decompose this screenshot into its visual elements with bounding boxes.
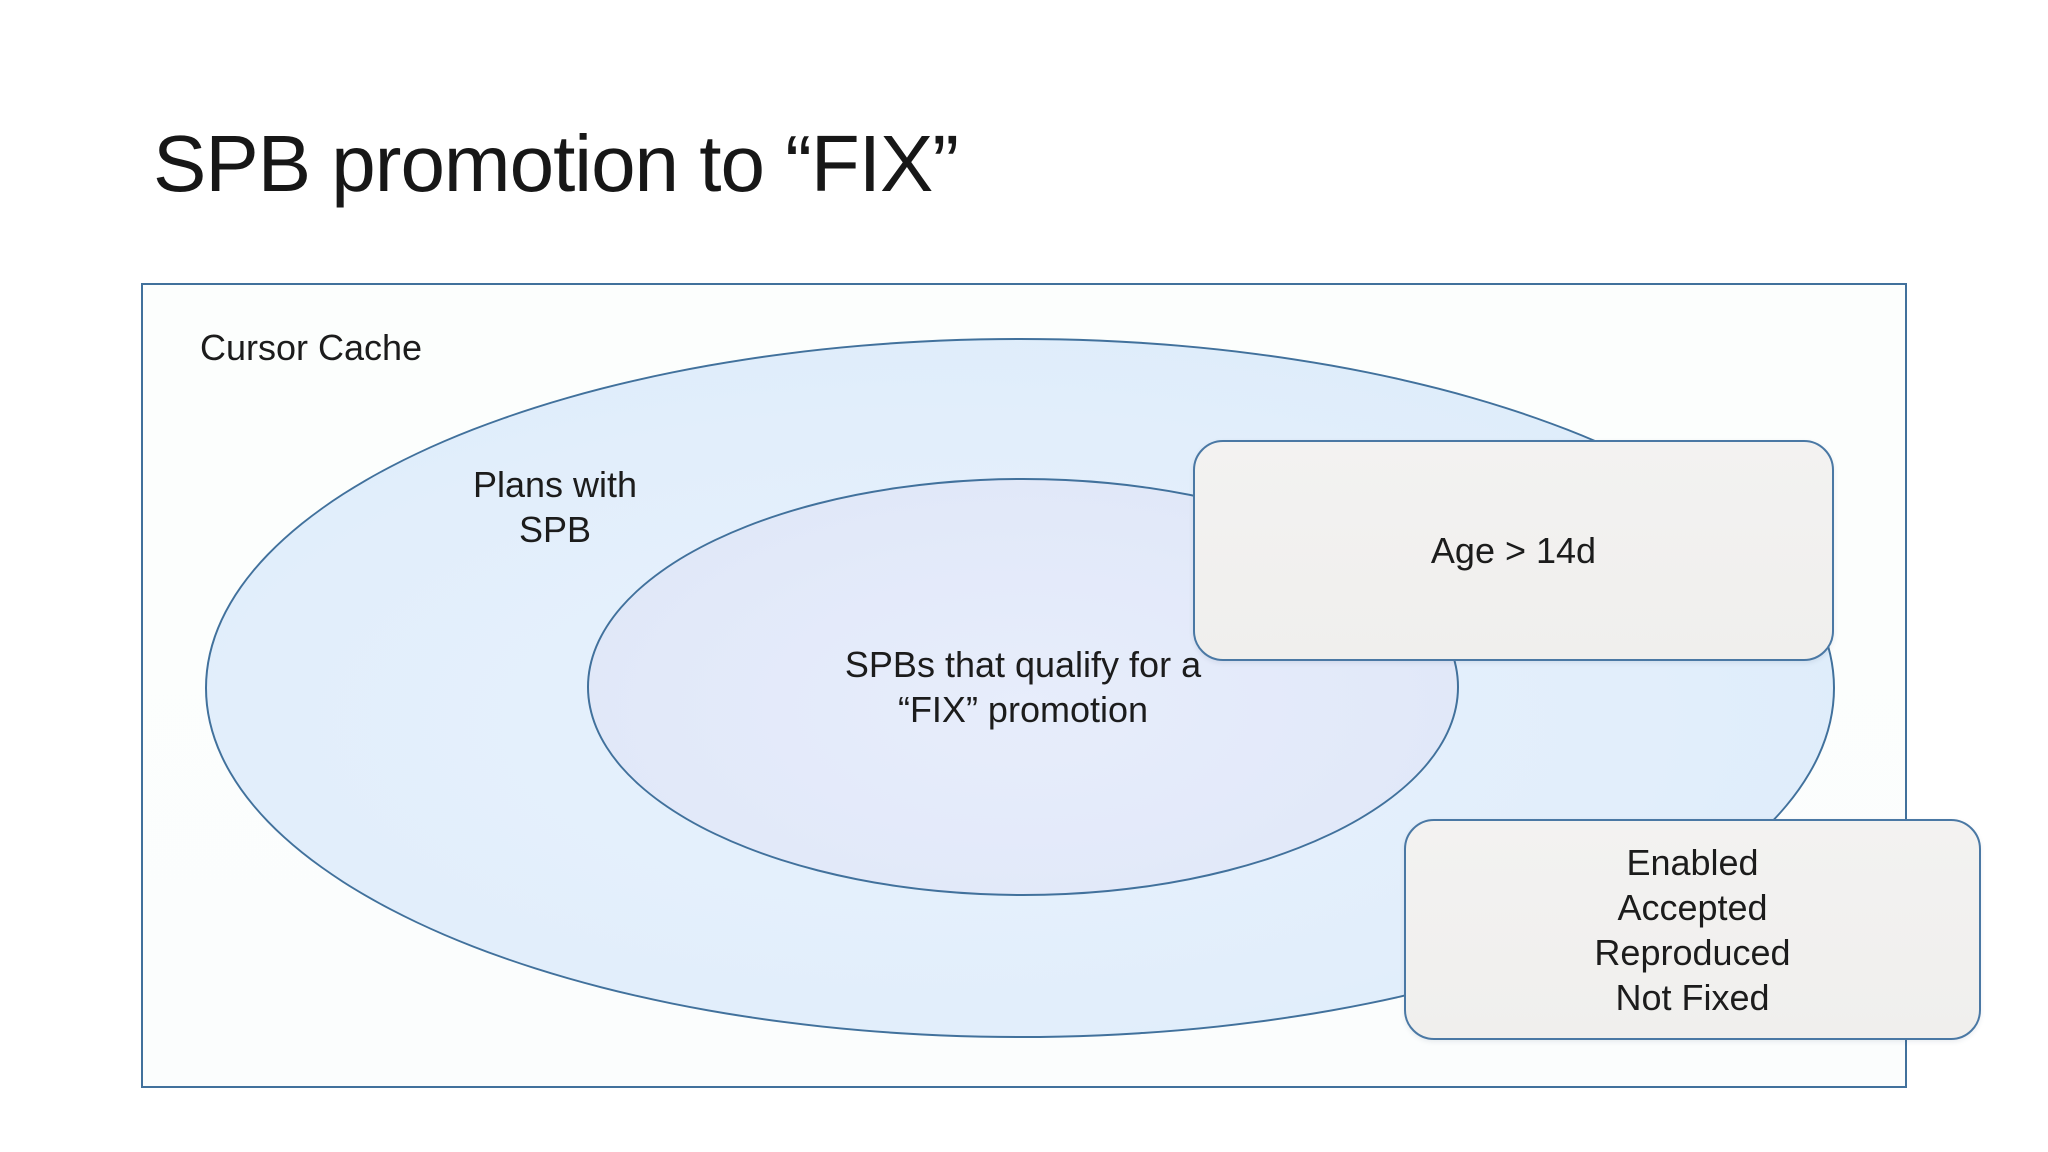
status-line-not-fixed: Not Fixed: [1615, 976, 1770, 1018]
age-callout: Age > 14d: [1193, 440, 1834, 661]
cursor-cache-label: Cursor Cache: [200, 327, 423, 368]
qualifying-spbs-label: SPBs that qualify for a “FIX” promotion: [723, 642, 1323, 732]
qualify-label-line-2: “FIX” promotion: [897, 689, 1149, 730]
plans-label-line-1: Plans with: [472, 464, 638, 505]
status-line-enabled: Enabled: [1626, 841, 1759, 883]
status-line-accepted: Accepted: [1617, 886, 1768, 928]
plans-label-line-2: SPB: [518, 509, 592, 550]
qualify-label-line-1: SPBs that qualify for a: [844, 644, 1202, 685]
status-line-reproduced: Reproduced: [1594, 931, 1791, 973]
page-title: SPB promotion to “FIX”: [153, 119, 959, 208]
plans-with-spb-label: Plans with SPB: [405, 462, 705, 552]
status-callout: Enabled Accepted Reproduced Not Fixed: [1404, 819, 1981, 1040]
age-callout-label: Age > 14d: [1430, 530, 1597, 571]
